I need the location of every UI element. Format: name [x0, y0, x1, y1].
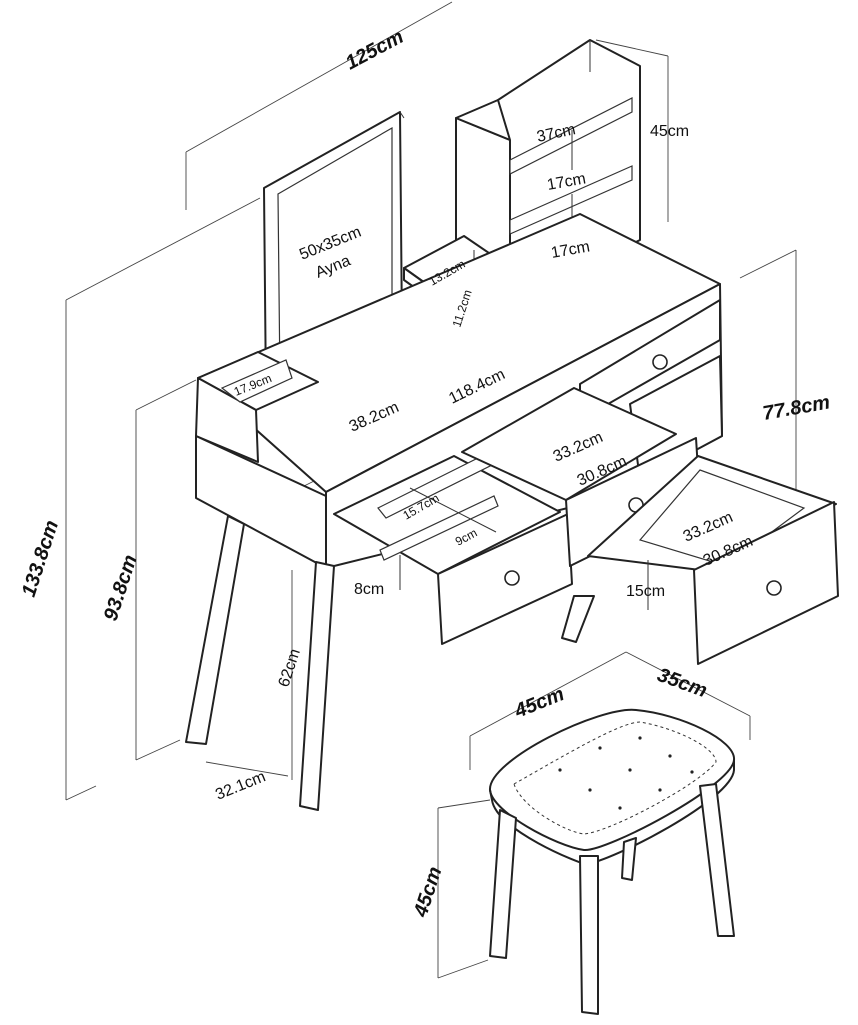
label-stool-height: 45cm	[410, 864, 447, 920]
desk-legs	[185, 515, 595, 811]
open-drawers	[333, 387, 839, 665]
label-drawer-right-height: 15cm	[626, 583, 665, 600]
stool	[488, 708, 736, 1015]
label-stool-depth: 35cm	[654, 664, 710, 702]
label-leg-height: 62cm	[276, 647, 304, 689]
label-leg-gap: 32.1cm	[213, 768, 268, 803]
label-shelf-gap-top: 17cm	[546, 170, 587, 194]
dimension-lines	[65, 1, 797, 979]
label-total-height: 133.8cm	[18, 518, 63, 600]
label-shelf-gap-bottom: 17cm	[550, 238, 591, 262]
stool-tufting	[558, 736, 694, 810]
label-drawer-left-height: 8cm	[354, 581, 384, 598]
label-table-height-side: 93.8cm	[100, 552, 142, 623]
label-total-width: 125cm	[342, 26, 407, 75]
label-shelf-height: 45cm	[650, 123, 689, 140]
label-stool-width: 45cm	[511, 683, 568, 723]
